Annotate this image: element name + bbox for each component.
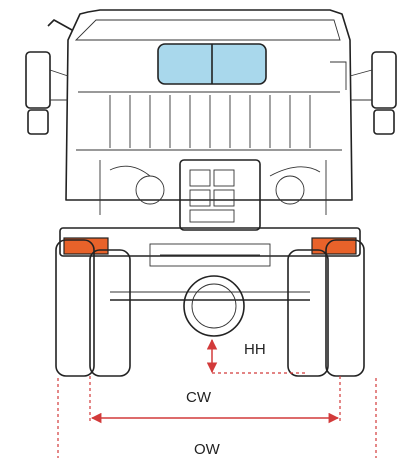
hh-dimension — [206, 338, 308, 374]
tire-left — [55, 239, 131, 377]
engine-assembly — [99, 159, 327, 231]
marker-light-right — [311, 237, 357, 255]
mirror-right — [349, 51, 397, 135]
cw-label: CW — [186, 389, 212, 406]
ow-dimension — [57, 378, 377, 458]
mirror-left — [25, 51, 69, 135]
ow-label: OW — [194, 441, 221, 458]
axle-differential — [110, 275, 310, 337]
windshield — [157, 43, 267, 85]
cw-dimension — [89, 376, 341, 424]
hh-label: HH — [244, 341, 266, 358]
tire-right — [287, 239, 365, 377]
truck-cab — [47, 9, 353, 201]
